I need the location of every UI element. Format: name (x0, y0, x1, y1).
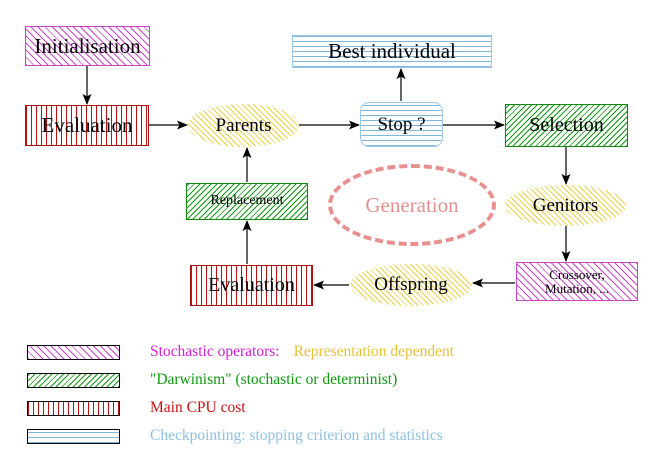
node-label: Stop ? (377, 113, 426, 135)
legend-label: Stochastic operators: (150, 343, 280, 360)
node-evaluation-bottom[interactable]: Evaluation (190, 265, 313, 306)
node-label: Evaluation (41, 113, 133, 138)
hatch-green-diagonal (187, 184, 307, 219)
legend-label: "Darwinism" (stochastic or determinist) (150, 371, 398, 388)
node-parents[interactable]: Parents (188, 104, 299, 147)
hatch-magenta-diagonal (28, 345, 119, 359)
node-label: Replacement (210, 193, 284, 209)
node-label: Evaluation (208, 274, 295, 296)
legend-swatch-green-diagonal (27, 372, 120, 388)
node-label: Offspring (374, 274, 448, 296)
node-label: Best individual (328, 39, 456, 64)
node-crossover-mutation[interactable]: Crossover, Mutation, ... (516, 262, 638, 301)
hatch-green-diagonal (28, 373, 119, 387)
node-initialisation[interactable]: Initialisation (25, 26, 150, 66)
node-evaluation-top[interactable]: Evaluation (25, 105, 149, 146)
node-label: Crossover, Mutation, ... (545, 266, 609, 296)
hatch-blue-horizontal (293, 36, 491, 67)
node-offspring[interactable]: Offspring (350, 264, 472, 306)
node-label: Initialisation (34, 33, 141, 58)
legend-swatch-blue-horizontal (27, 428, 120, 444)
node-label: Selection (529, 114, 604, 136)
hatch-magenta-diagonal (26, 27, 149, 65)
hatch-red-vertical (28, 401, 119, 415)
legend-row-darwinism: "Darwinism" (stochastic or determinist) (27, 369, 397, 391)
legend-label: Main CPU cost (150, 399, 246, 416)
hatch-blue-horizontal (361, 103, 442, 146)
legend-row-stochastic-operators: Stochastic operators: Representation depe… (27, 341, 454, 363)
hatch-yellow-diagonal (505, 185, 626, 226)
node-label: Parents (215, 114, 272, 136)
legend-label-secondary: Representation dependent (293, 343, 455, 360)
hatch-yellow-diagonal (350, 264, 472, 306)
node-generation-loop: Generation (328, 164, 496, 246)
node-selection[interactable]: Selection (505, 104, 628, 147)
legend-label: Checkpointing: stopping criterion and st… (150, 427, 443, 444)
hatch-red-vertical (26, 106, 148, 145)
node-label: Generation (365, 192, 459, 217)
node-best-individual[interactable]: Best individual (292, 35, 492, 68)
legend-row-main-cpu-cost: Main CPU cost (27, 397, 246, 419)
hatch-yellow-diagonal (188, 104, 299, 147)
legend-swatch-red-vertical (27, 400, 120, 416)
node-genitors[interactable]: Genitors (505, 185, 626, 226)
node-label: Genitors (532, 194, 599, 216)
hatch-green-diagonal (506, 105, 627, 146)
hatch-red-vertical (191, 266, 312, 305)
legend-row-checkpointing: Checkpointing: stopping criterion and st… (27, 425, 443, 447)
hatch-magenta-diagonal (517, 263, 637, 300)
node-stop-decision[interactable]: Stop ? (360, 102, 443, 147)
node-replacement[interactable]: Replacement (186, 183, 308, 220)
legend-swatch-magenta-diagonal (27, 344, 120, 360)
hatch-blue-horizontal (28, 429, 119, 443)
